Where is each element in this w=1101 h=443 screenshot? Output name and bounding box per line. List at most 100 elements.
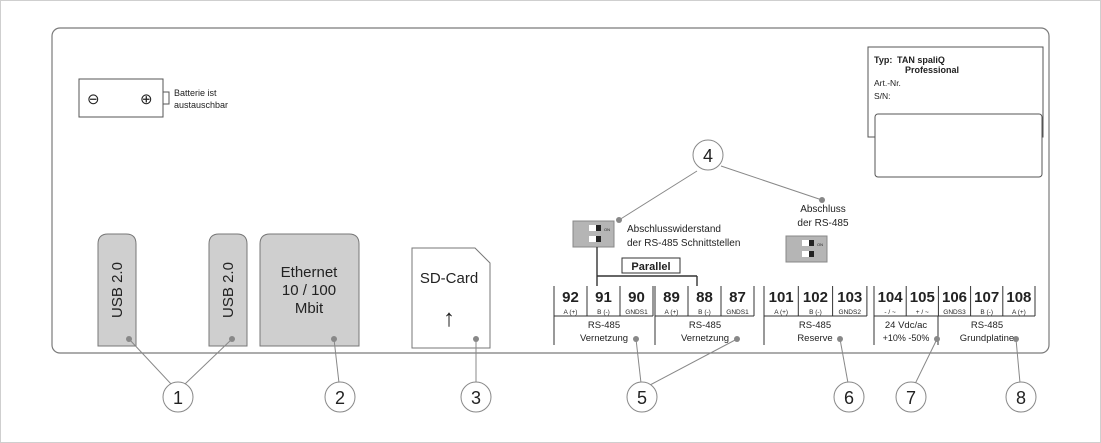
dot-4b [819, 197, 825, 203]
dip-switch-2-knob-2 [809, 251, 814, 257]
leader-4a [618, 170, 698, 221]
callout-4 [692, 139, 724, 171]
callout-2-number: 2 [335, 388, 345, 408]
battery: ⊖ ⊕ Batterie ist austauschbar [78, 78, 228, 118]
ethernet-port: Ethernet 10 / 100 Mbit [259, 233, 360, 347]
terminal-pin-label: GNDS3 [943, 309, 966, 316]
g4-rs485-label-line1: RS-485 [971, 320, 1003, 331]
dip-switch-1-on-label: ON [604, 227, 610, 232]
callout-6 [833, 381, 865, 413]
callout-1 [162, 381, 194, 413]
usb-port-1-shape [97, 233, 137, 347]
ethernet-label-line3: Mbit [295, 300, 324, 317]
terminal-number: 89 [663, 289, 680, 306]
dip-switch-2-knob-1 [809, 240, 814, 246]
ethernet-port-shape [259, 233, 360, 347]
g2-label-line1: RS-485 [689, 320, 721, 331]
termination-label-line1: Abschlusswiderstand [627, 224, 721, 235]
terminal-pin-label: B (-) [597, 309, 610, 316]
battery-body [78, 78, 164, 118]
sd-card-slot: SD-Card ↑ [411, 247, 491, 349]
leader-1b [184, 338, 233, 385]
dot-1b [229, 336, 235, 342]
terminal-number: 102 [803, 289, 828, 306]
type-value-line1: TAN spaliQ [897, 55, 945, 65]
leader-7 [914, 338, 938, 385]
type-value-line2: Professional [905, 65, 959, 75]
abschluss-label-line1: Abschluss [800, 204, 846, 215]
leader-1a [128, 338, 173, 386]
terminal-number: 90 [628, 289, 645, 306]
dot-1a [126, 336, 132, 342]
label-field [874, 113, 1043, 178]
usb-port-2-label: USB 2.0 [220, 262, 237, 318]
leader-5b [649, 338, 738, 386]
dip-switch-1-knob-2 [596, 236, 601, 242]
callout-5-number: 5 [637, 388, 647, 408]
terminal-pin-label: GNDS1 [726, 309, 749, 316]
terminal-number: 104 [878, 289, 904, 306]
callout-7-number: 7 [906, 388, 916, 408]
dot-4a [616, 217, 622, 223]
terminal-pin-label: B (-) [698, 309, 711, 316]
leader-8 [1015, 338, 1021, 384]
g3-label-line1: RS-485 [799, 320, 831, 331]
callout-3-number: 3 [471, 388, 481, 408]
abschluss-label-line2: der RS-485 [797, 218, 849, 229]
callout-circles: 1 2 3 4 5 6 7 8 [162, 139, 1037, 413]
terminal-number: 101 [769, 289, 794, 306]
leader-5a [635, 338, 642, 384]
terminal-pin-label: - / ~ [884, 309, 896, 316]
callout-1-number: 1 [173, 388, 183, 408]
terminal-number: 106 [942, 289, 967, 306]
dip-switch-termination: ON [572, 220, 615, 248]
g2-label-line2: Vernetzung [681, 333, 729, 344]
callout-3 [460, 381, 492, 413]
dip-switch-1-body [572, 220, 615, 248]
callout-6-number: 6 [844, 388, 854, 408]
ethernet-label-line2: 10 / 100 [282, 282, 336, 299]
terminal-pin-label: B (-) [809, 309, 822, 316]
g1-label-line1: RS-485 [588, 320, 620, 331]
callout-dots [126, 197, 1019, 342]
ethernet-label-line1: Ethernet [281, 264, 339, 281]
dip-switch-2-body [785, 235, 828, 263]
dot-5b [734, 336, 740, 342]
serial-number-label: S/N: [874, 91, 891, 101]
dot-5a [633, 336, 639, 342]
terminal-number: 108 [1006, 289, 1031, 306]
parallel-bridge: Parallel [596, 247, 698, 286]
terminal-pin-label: GNDS1 [625, 309, 648, 316]
parallel-box [621, 257, 681, 274]
g4-power-label-line2: +10% -50% [883, 333, 930, 343]
terminal-number: 105 [910, 289, 935, 306]
callout-4-number: 4 [703, 146, 713, 166]
dip-switch-1-slot-1 [589, 225, 601, 231]
usb-port-2-shape [208, 233, 248, 347]
terminal-number: 92 [562, 289, 579, 306]
dip-switch-2-slot-1 [802, 240, 814, 246]
terminal-pin-label: GNDS2 [839, 309, 862, 316]
g3-label-line2: Reserve [797, 333, 832, 344]
dot-6 [837, 336, 843, 342]
dip-switch-1-slot-2 [589, 236, 601, 242]
dip-switch-1-knob-1 [596, 225, 601, 231]
dip-switch-2-on-label: ON [817, 242, 823, 247]
sd-card-label: SD-Card [420, 270, 478, 287]
dot-8 [1013, 336, 1019, 342]
dip-switch-reserve: ON [785, 235, 828, 263]
battery-plus-icon: ⊕ [140, 91, 153, 108]
callout-5 [626, 381, 658, 413]
terminal-pin-label: + / ~ [916, 309, 929, 316]
leader-2 [333, 338, 340, 384]
callout-leaders [128, 165, 1021, 386]
type-plate: Typ: TAN spaliQ Professional Art.-Nr. S/… [867, 46, 1044, 178]
usb-port-2: USB 2.0 [208, 233, 248, 347]
callout-8-number: 8 [1016, 388, 1026, 408]
art-nr-label: Art.-Nr. [874, 78, 901, 88]
sd-card-shape [411, 247, 491, 349]
dip-switch-2-slot-2 [802, 251, 814, 257]
battery-terminal [162, 91, 170, 105]
